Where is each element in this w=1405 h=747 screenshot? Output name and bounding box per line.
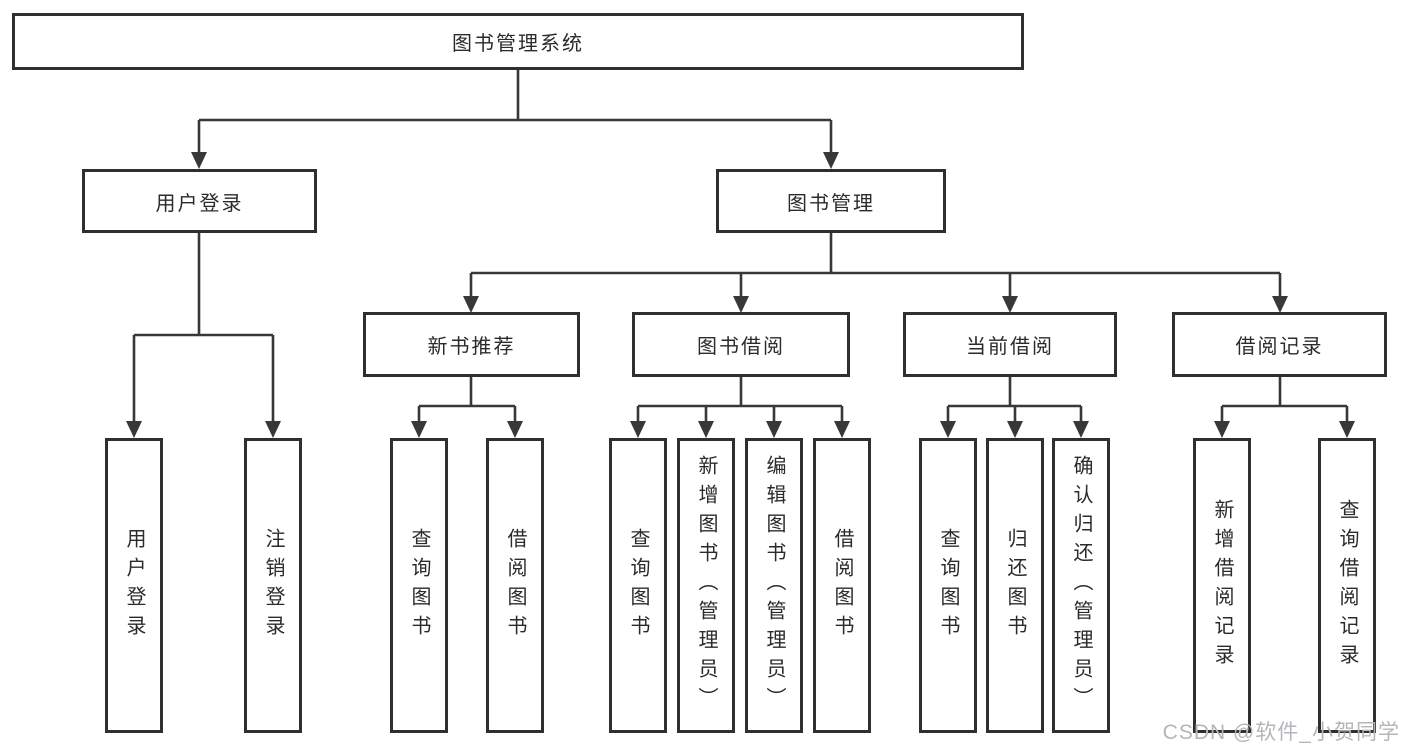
- leaf-logout: 注销登录: [244, 438, 302, 733]
- watermark: CSDN @软件_小贺同学: [1162, 721, 1400, 744]
- leaf-add-book-admin: 新增图书（管理员）: [677, 438, 735, 733]
- leaf-borrow-books-recommend: 借阅图书: [486, 438, 544, 733]
- node-new-book-recommend: 新书推荐: [363, 312, 580, 377]
- leaf-query-books-borrow: 查询图书: [609, 438, 667, 733]
- node-book-management: 图书管理: [716, 169, 946, 233]
- leaf-add-borrow-record: 新增借阅记录: [1193, 438, 1251, 733]
- node-user-login: 用户登录: [82, 169, 317, 233]
- leaf-query-books-current: 查询图书: [919, 438, 977, 733]
- leaf-user-login: 用户登录: [105, 438, 163, 733]
- node-system-root: 图书管理系统: [12, 13, 1024, 70]
- node-current-borrow: 当前借阅: [903, 312, 1117, 377]
- leaf-query-books-recommend: 查询图书: [390, 438, 448, 733]
- leaf-borrow-books: 借阅图书: [813, 438, 871, 733]
- node-book-borrow: 图书借阅: [632, 312, 850, 377]
- leaf-return-book: 归还图书: [986, 438, 1044, 733]
- leaf-confirm-return-admin: 确认归还（管理员）: [1052, 438, 1110, 733]
- leaf-query-borrow-record: 查询借阅记录: [1318, 438, 1376, 733]
- leaf-edit-book-admin: 编辑图书（管理员）: [745, 438, 803, 733]
- node-borrow-records: 借阅记录: [1172, 312, 1387, 377]
